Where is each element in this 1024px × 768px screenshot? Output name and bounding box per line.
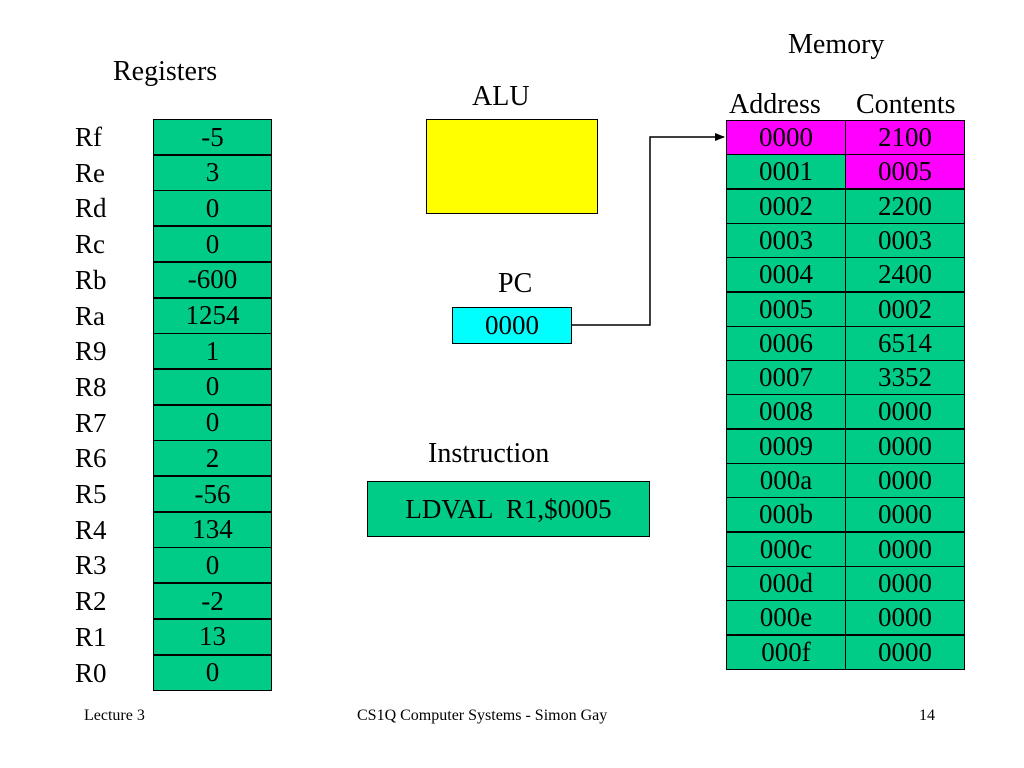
register-value: -600 bbox=[153, 261, 272, 298]
memory-contents-cell: 0000 bbox=[845, 428, 965, 464]
alu-heading: ALU bbox=[472, 81, 530, 112]
instruction-heading: Instruction bbox=[428, 438, 550, 469]
pc-heading: PC bbox=[498, 268, 533, 299]
register-label: R6 bbox=[75, 443, 107, 474]
memory-address-cell: 0006 bbox=[726, 325, 846, 361]
pc-register: 0000 bbox=[452, 307, 572, 344]
register-value: 0 bbox=[153, 547, 272, 584]
register-value: -2 bbox=[153, 583, 272, 620]
register-label: Rb bbox=[75, 264, 107, 295]
memory-contents-cell: 0000 bbox=[845, 463, 965, 498]
register-label: Rc bbox=[75, 229, 105, 260]
memory-contents-cell: 0000 bbox=[845, 565, 965, 601]
memory-address-cell: 0005 bbox=[726, 291, 846, 327]
register-value: 0 bbox=[153, 654, 272, 691]
registers-heading: Registers bbox=[113, 56, 218, 87]
memory-contents-cell: 0005 bbox=[845, 154, 965, 190]
register-label: R7 bbox=[75, 407, 107, 438]
register-value: 1 bbox=[153, 333, 272, 370]
memory-contents-cell: 0002 bbox=[845, 291, 965, 327]
footer-lecture: Lecture 3 bbox=[84, 707, 145, 724]
memory-address-cell: 0003 bbox=[726, 222, 846, 258]
memory-contents-cell: 6514 bbox=[845, 325, 965, 361]
register-value: 0 bbox=[153, 404, 272, 441]
register-label: R8 bbox=[75, 371, 107, 402]
memory-address-cell: 000f bbox=[726, 634, 846, 670]
memory-contents-cell: 0000 bbox=[845, 634, 965, 670]
footer-course-title: CS1Q Computer Systems - Simon Gay bbox=[357, 707, 608, 724]
register-label: Rf bbox=[75, 122, 102, 152]
memory-contents-header: Contents bbox=[856, 89, 956, 120]
register-value: -56 bbox=[153, 476, 272, 512]
memory-contents-cell: 0003 bbox=[845, 222, 965, 258]
register-value: 3 bbox=[153, 154, 272, 191]
instruction-register: LDVAL R1,$0005 bbox=[367, 481, 650, 537]
memory-address-cell: 0002 bbox=[726, 188, 846, 224]
register-label: R5 bbox=[75, 479, 107, 509]
memory-address-cell: 0008 bbox=[726, 394, 846, 430]
memory-contents-cell: 0000 bbox=[845, 497, 965, 533]
memory-contents-cell: 0000 bbox=[845, 531, 965, 567]
register-value: 0 bbox=[153, 190, 272, 227]
memory-address-cell: 000b bbox=[726, 497, 846, 533]
register-value: -5 bbox=[153, 119, 272, 155]
memory-address-header: Address bbox=[729, 89, 821, 120]
memory-address-cell: 000d bbox=[726, 565, 846, 601]
register-label: Rd bbox=[75, 193, 107, 224]
register-label: Ra bbox=[75, 300, 105, 331]
register-label: R9 bbox=[75, 336, 107, 367]
memory-address-cell: 0009 bbox=[726, 428, 846, 464]
pointer-arrow bbox=[572, 133, 725, 326]
register-label: R2 bbox=[75, 586, 107, 617]
memory-address-cell: 000a bbox=[726, 463, 846, 498]
register-label: R1 bbox=[75, 621, 107, 652]
register-value: 13 bbox=[153, 618, 272, 655]
register-label: Re bbox=[75, 157, 105, 188]
register-label: R4 bbox=[75, 514, 107, 545]
register-value: 134 bbox=[153, 511, 272, 548]
memory-heading: Memory bbox=[788, 29, 885, 60]
memory-contents-cell: 2400 bbox=[845, 257, 965, 293]
register-value: 2 bbox=[153, 440, 272, 477]
register-value: 0 bbox=[153, 226, 272, 263]
register-label: R0 bbox=[75, 657, 107, 688]
register-value: 0 bbox=[153, 368, 272, 405]
memory-address-cell: 0001 bbox=[726, 154, 846, 190]
register-value: 1254 bbox=[153, 297, 272, 334]
memory-address-cell: 0007 bbox=[726, 360, 846, 396]
register-label: R3 bbox=[75, 550, 107, 581]
alu-box bbox=[426, 119, 598, 214]
footer-slide-number: 14 bbox=[919, 707, 935, 724]
